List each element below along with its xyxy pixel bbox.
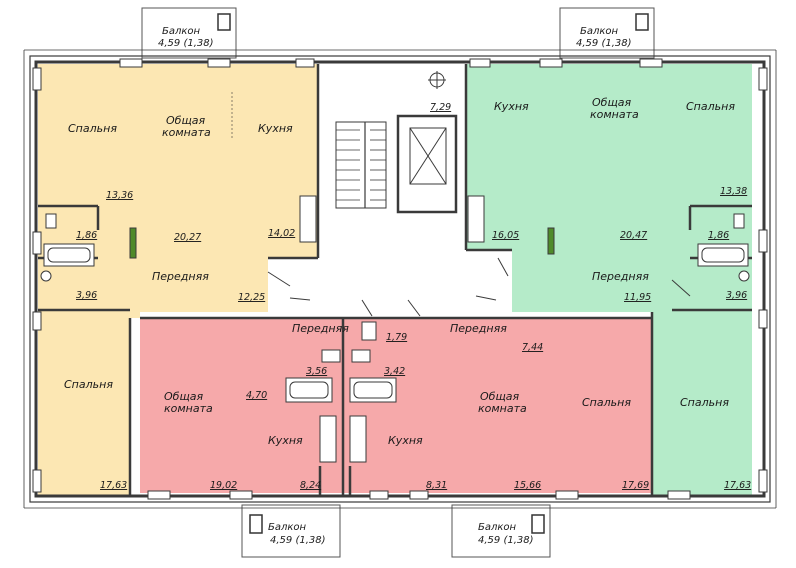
balcony-label: Балкон: [478, 522, 517, 533]
area-value: 17,69: [622, 480, 649, 491]
area-value: 7,29: [430, 102, 451, 113]
room-label-hall: Передняя: [592, 270, 649, 283]
area-value: 3,96: [76, 290, 97, 301]
area-value: 13,38: [720, 186, 747, 197]
windows: [32, 58, 768, 500]
area-value: 20,47: [620, 230, 647, 241]
balcony-label: Балкон: [268, 522, 307, 533]
room-label-living: Общая: [480, 390, 520, 403]
area-value: 7,44: [522, 342, 543, 353]
area-value: 19,02: [210, 480, 237, 491]
room-label-bedroom: Спальня: [582, 396, 631, 409]
area-value: 3,56: [306, 366, 327, 377]
area-value: 20,27: [174, 232, 201, 243]
area-value: 12,25: [238, 292, 265, 303]
balcony-area: 4,59 (1,38): [576, 38, 632, 49]
area-value: 1,79: [386, 332, 407, 343]
area-value: 8,31: [426, 480, 447, 491]
fixtures: [40, 195, 750, 463]
balcony-top-right: Балкон 4,59 (1,38): [559, 7, 655, 59]
balcony-area: 4,59 (1,38): [158, 38, 214, 49]
room-label-kitchen: Кухня: [388, 434, 423, 447]
balcony-bottom-right: Балкон 4,59 (1,38): [451, 504, 551, 558]
room-label-kitchen: Кухня: [494, 100, 529, 113]
room-label-living: комната: [590, 108, 639, 121]
stair-core: [335, 71, 458, 214]
room-label-bedroom: Спальня: [68, 122, 117, 135]
room-label-hall: Передняя: [152, 270, 209, 283]
area-value: 4,70: [246, 390, 267, 401]
balcony-label: Балкон: [580, 26, 619, 37]
room-label-bedroom: Спальня: [686, 100, 735, 113]
room-label-living: комната: [478, 402, 527, 415]
room-label-bedroom: Спальня: [64, 378, 113, 391]
area-value: 8,24: [300, 480, 321, 491]
room-label-living: Общая: [164, 390, 204, 403]
area-value: 3,42: [384, 366, 405, 377]
balcony-top-left: Балкон 4,59 (1,38): [141, 7, 237, 59]
room-label-living: Общая: [166, 114, 206, 127]
balcony-bottom-left: Балкон 4,59 (1,38): [241, 504, 341, 558]
area-value: 17,63: [100, 480, 127, 491]
outer-walls: [23, 49, 777, 509]
balcony-area: 4,59 (1,38): [270, 535, 326, 546]
balcony-label: Балкон: [162, 26, 201, 37]
area-value: 14,02: [268, 228, 295, 239]
doors: [129, 257, 691, 360]
area-value: 11,95: [624, 292, 651, 303]
room-label-living: Общая: [592, 96, 632, 109]
apartment-yellow: [38, 64, 318, 495]
room-label-living: комната: [164, 402, 213, 415]
room-label-living: комната: [162, 126, 211, 139]
apartment-red: [140, 318, 652, 493]
area-value: 13,36: [106, 190, 133, 201]
room-label-hall: Передняя: [292, 322, 349, 335]
apartment-green: [466, 64, 752, 495]
area-value: 15,66: [514, 480, 541, 491]
area-value: 16,05: [492, 230, 519, 241]
room-label-hall: Передняя: [450, 322, 507, 335]
area-value: 3,96: [726, 290, 747, 301]
room-label-kitchen: Кухня: [268, 434, 303, 447]
area-value: 17,63: [724, 480, 751, 491]
area-value: 1,86: [76, 230, 97, 241]
balcony-area: 4,59 (1,38): [478, 535, 534, 546]
room-label-bedroom: Спальня: [680, 396, 729, 409]
room-label-kitchen: Кухня: [258, 122, 293, 135]
area-value: 1,86: [708, 230, 729, 241]
